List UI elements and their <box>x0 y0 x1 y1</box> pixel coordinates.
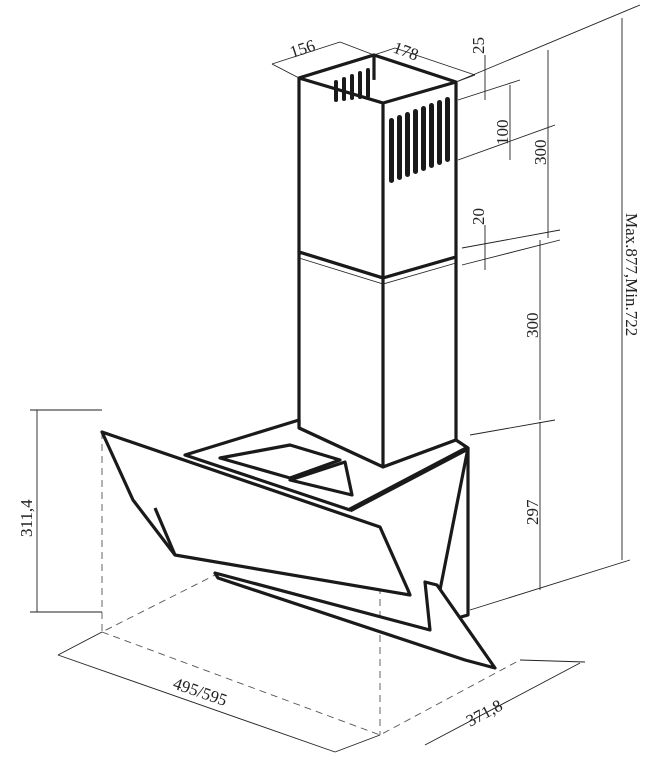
dim-lower-chimney: 300 <box>523 313 542 339</box>
dim-body-height: 297 <box>523 499 542 525</box>
dim-overlap: 20 <box>469 208 488 225</box>
dim-chimney-depth: 156 <box>287 36 317 62</box>
vent-slots <box>334 68 450 183</box>
glass-panels <box>100 430 497 670</box>
dim-canopy-height: 311,4 <box>17 499 36 537</box>
dim-total-height: Max.877,Min.722 <box>622 213 641 336</box>
dim-upper-chimney: 300 <box>531 140 550 166</box>
upper-chimney <box>297 53 458 280</box>
dim-depth: 371,8 <box>463 696 506 731</box>
dimension-lines <box>30 4 641 753</box>
dim-top-offset: 25 <box>469 37 488 54</box>
lower-chimney <box>297 250 458 469</box>
hood-body <box>183 418 470 622</box>
dim-vent-height: 100 <box>493 120 512 146</box>
